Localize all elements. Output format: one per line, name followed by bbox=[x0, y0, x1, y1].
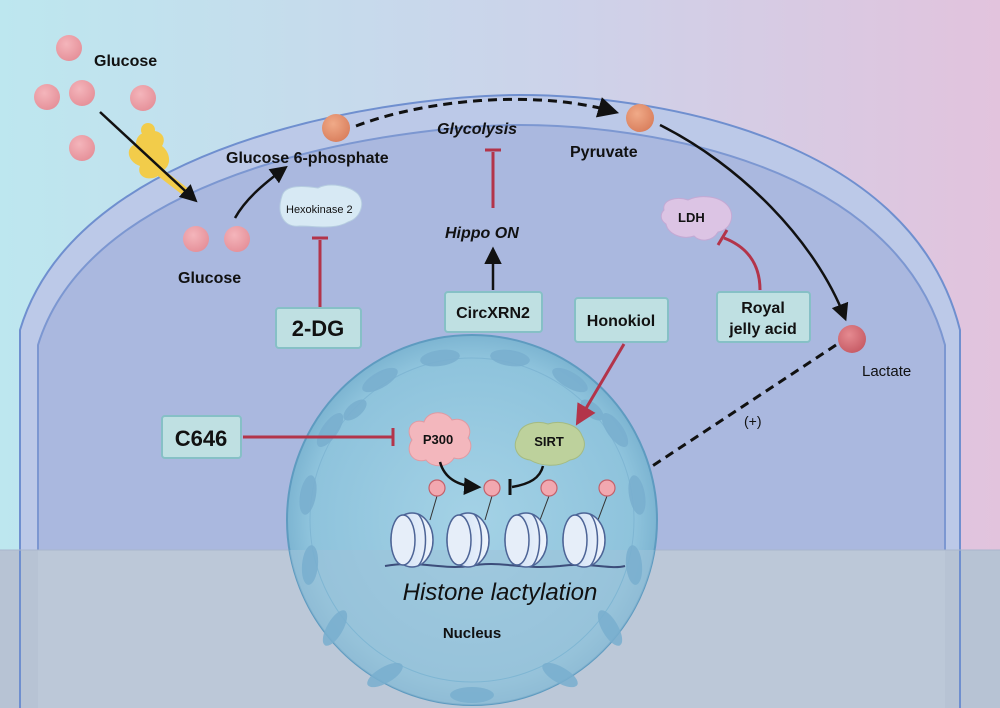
glucose-molecules-outside bbox=[34, 35, 156, 161]
glucose-inside-label: Glucose bbox=[178, 270, 241, 287]
royal-jelly-inhibition-line bbox=[723, 236, 762, 291]
histone-lactylation-label: Histone lactylation bbox=[403, 579, 598, 606]
royal-jelly-inhibition-bar bbox=[716, 229, 729, 246]
c646-box: C646 bbox=[161, 415, 242, 459]
glycolysis-label: Glycolysis bbox=[437, 121, 517, 138]
royal-jelly-acid-box: Royal jelly acid bbox=[716, 291, 811, 343]
glucose-to-g6p-arrow bbox=[233, 165, 288, 219]
g6p-molecule bbox=[322, 114, 350, 142]
glucose-outside-label: Glucose bbox=[94, 53, 157, 70]
honokiol-to-sirt-arrow bbox=[575, 343, 626, 426]
lactate-label: Lactate bbox=[862, 363, 911, 380]
p300-enzyme: P300 bbox=[408, 412, 472, 467]
hexokinase-2-enzyme: Hexokinase 2 bbox=[279, 184, 363, 228]
pyruvate-label: Pyruvate bbox=[570, 144, 638, 161]
sirt-label: SIRT bbox=[534, 434, 564, 449]
lactate-plus-label: (+) bbox=[744, 413, 762, 429]
royal-jelly-line1: Royal bbox=[741, 300, 785, 317]
p300-label: P300 bbox=[423, 432, 453, 447]
g6p-to-pyruvate-arrow bbox=[355, 97, 620, 128]
glucose-molecule bbox=[224, 226, 250, 252]
glucose-uptake-arrow bbox=[99, 111, 198, 203]
honokiol-box: Honokiol bbox=[574, 297, 669, 343]
sirt-inhibition-line bbox=[511, 465, 545, 489]
lactyl-groups bbox=[428, 479, 616, 521]
royal-jelly-line2: jelly acid bbox=[728, 321, 797, 338]
pyruvate-to-lactate-arrow bbox=[659, 123, 849, 322]
nucleus-label: Nucleus bbox=[443, 625, 501, 642]
hexokinase-label: Hexokinase 2 bbox=[286, 204, 353, 216]
lactate-molecule bbox=[838, 325, 866, 353]
ldh-label: LDH bbox=[678, 210, 705, 225]
p300-to-lactyl-arrow bbox=[438, 461, 482, 495]
lactate-to-histone-arrow bbox=[624, 343, 837, 485]
two-dg-label: 2-DG bbox=[292, 316, 345, 341]
nucleosomes bbox=[384, 512, 626, 569]
ldh-enzyme: LDH bbox=[660, 196, 733, 241]
c646-label: C646 bbox=[175, 426, 228, 451]
hippo-label: Hippo ON bbox=[445, 225, 519, 242]
circxrn2-label: CircXRN2 bbox=[456, 305, 530, 322]
g6p-label: Glucose 6-phosphate bbox=[226, 150, 389, 167]
pyruvate-molecule bbox=[626, 104, 654, 132]
circxrn2-box: CircXRN2 bbox=[444, 291, 543, 333]
honokiol-label: Honokiol bbox=[587, 313, 655, 330]
two-dg-box: 2-DG bbox=[275, 307, 362, 349]
glucose-molecule bbox=[183, 226, 209, 252]
sirt-enzyme: SIRT bbox=[514, 422, 585, 466]
